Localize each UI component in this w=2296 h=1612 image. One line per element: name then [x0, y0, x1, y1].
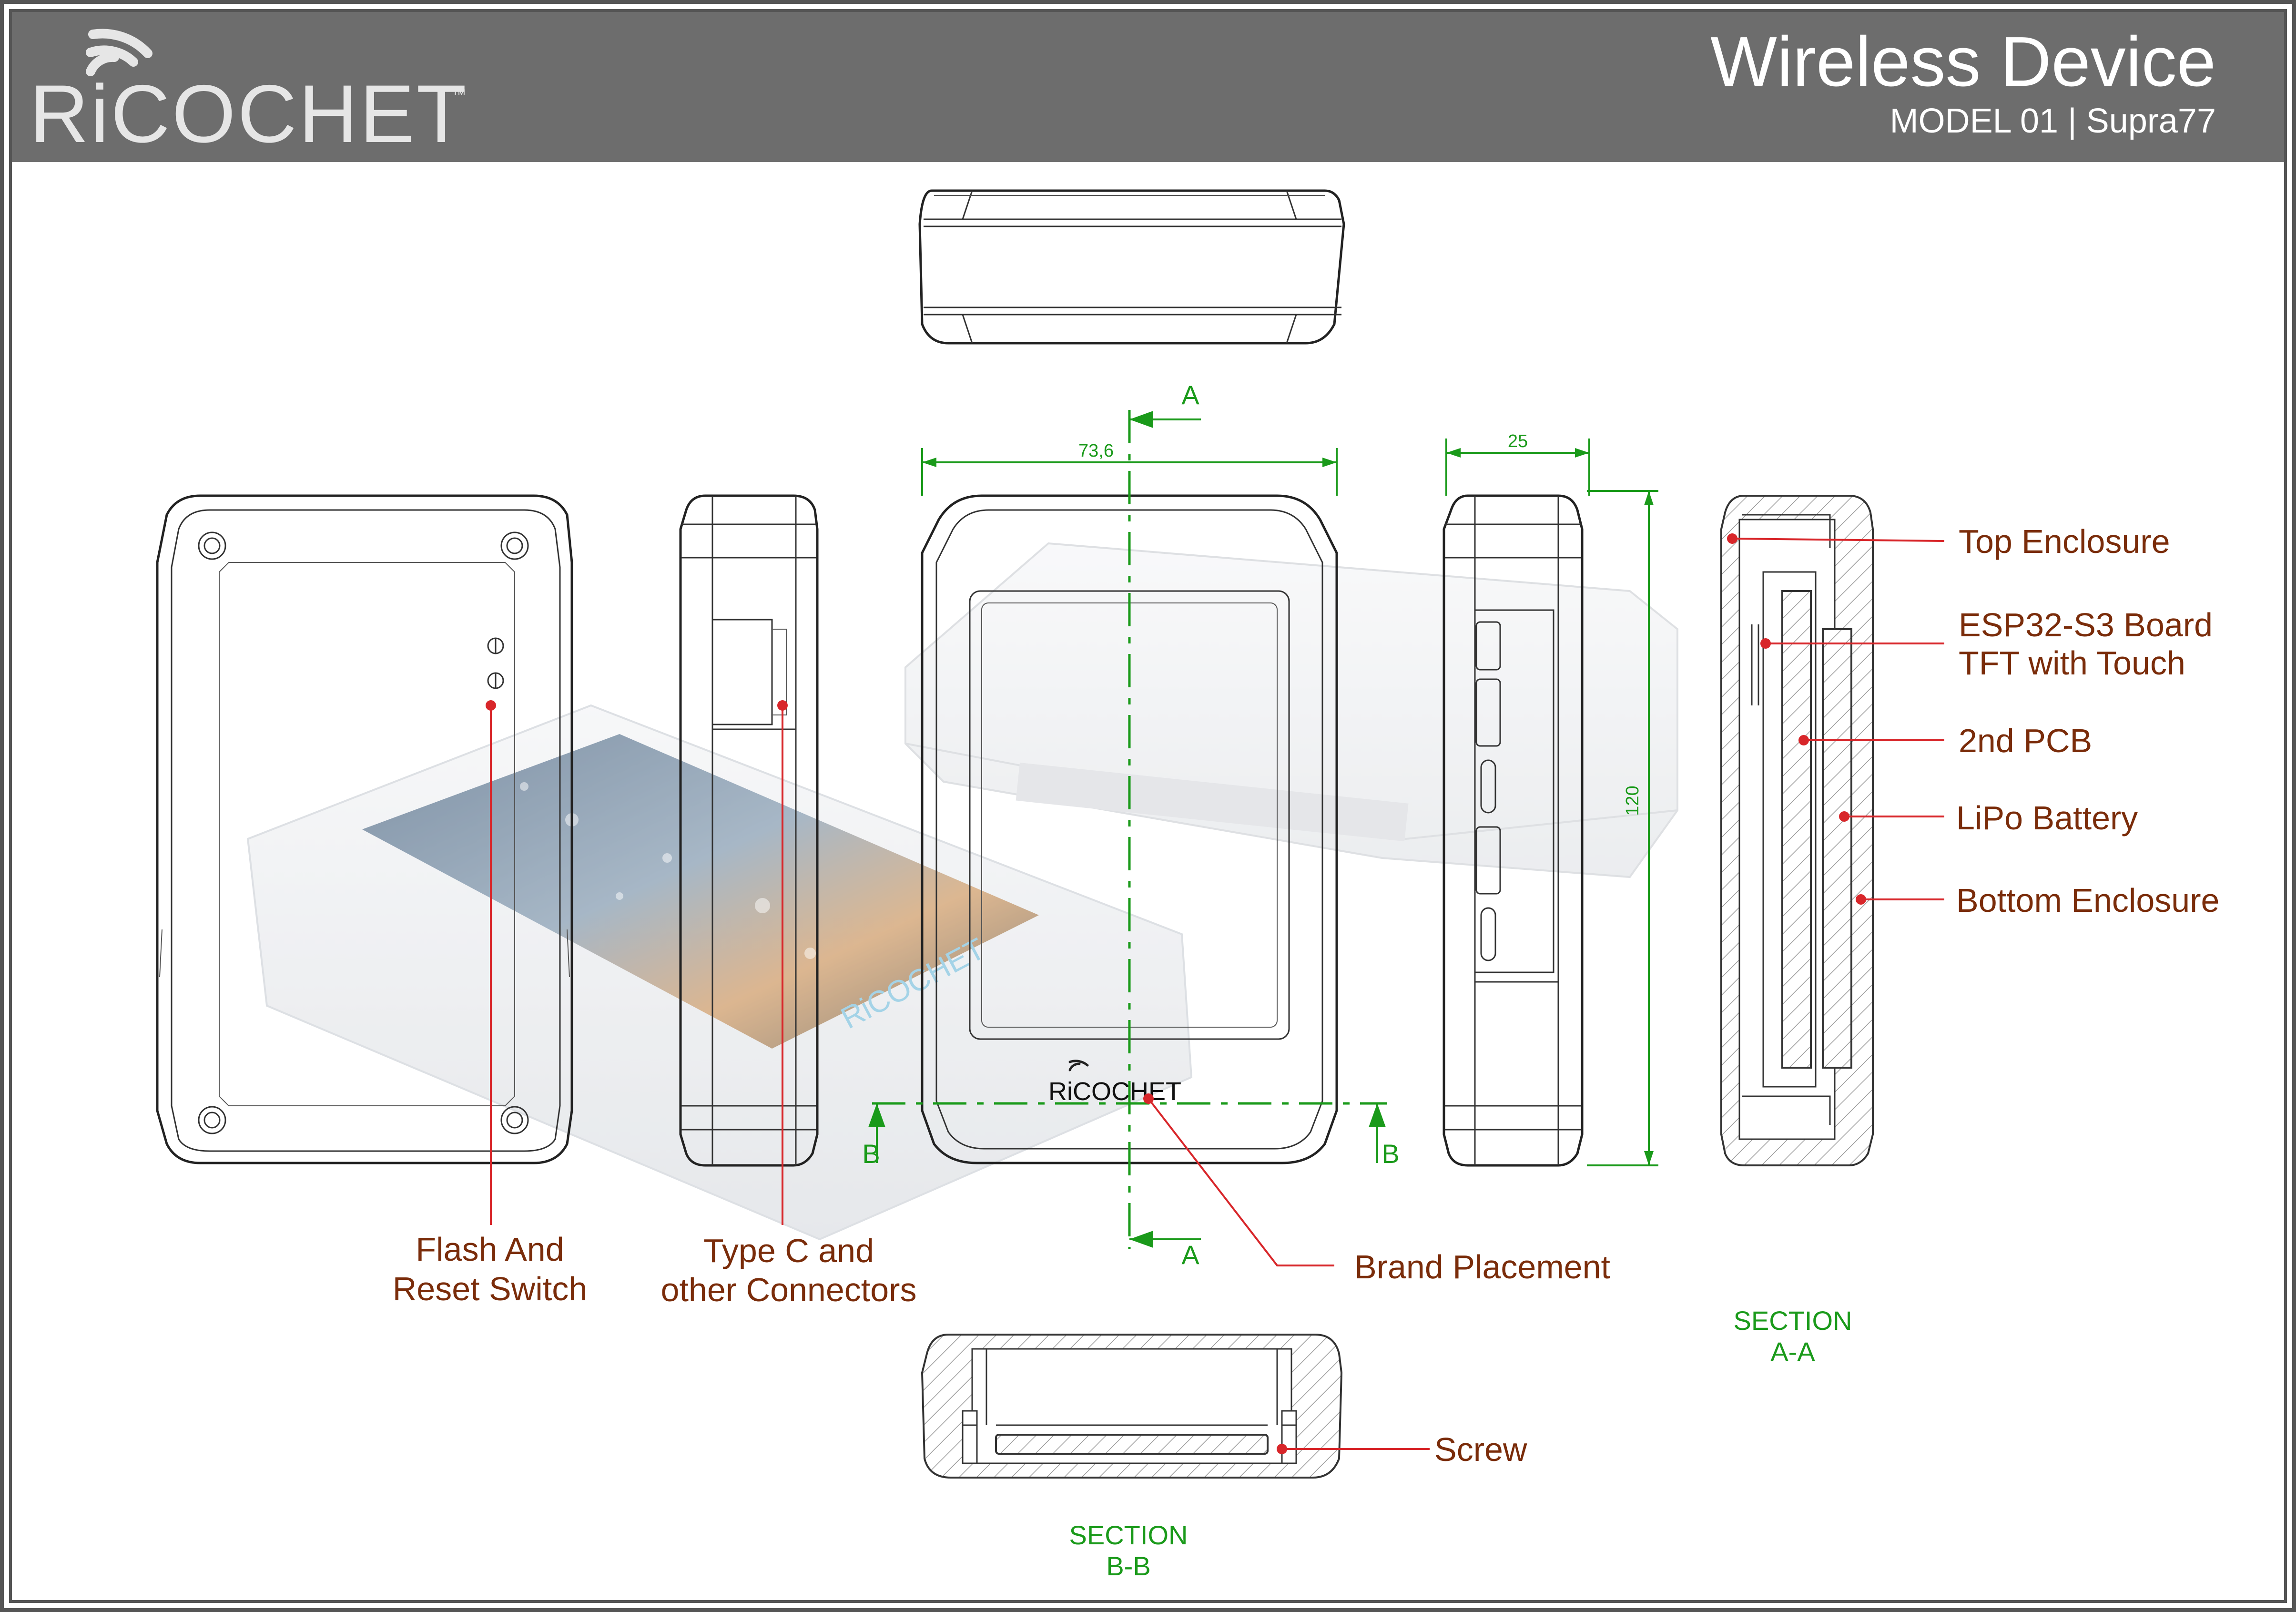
page-subtitle: MODEL 01 | Supra77	[1890, 102, 2216, 140]
back-view	[156, 494, 573, 1164]
leader-lines	[486, 533, 1945, 1454]
dimension-width: 73,6	[921, 441, 1338, 496]
render-device-front: RiCOCHET	[246, 704, 1193, 1241]
dim-height-label: 120	[1623, 786, 1643, 816]
brand-trademark: ™	[452, 87, 466, 102]
callout-flash-line1: Flash And	[416, 1231, 564, 1268]
section-marker-a-top: A	[1181, 380, 1199, 410]
right-side-view	[1443, 494, 1584, 1167]
connector-ports	[1475, 621, 1501, 961]
callout-lipo-battery: LiPo Battery	[1956, 799, 2138, 837]
section-marker-b-right: B	[1382, 1139, 1399, 1169]
front-view: RiCOCHET	[921, 494, 1338, 1164]
section-bb-title-line2: B-B	[1106, 1551, 1150, 1581]
reset-button-icon	[487, 672, 504, 689]
callout-top-enclosure: Top Enclosure	[1959, 523, 2170, 560]
section-line-b: B B	[862, 1102, 1400, 1169]
callout-screw: Screw	[1434, 1431, 1527, 1468]
wifi-icon	[86, 29, 152, 76]
callout-esp32-line1: ESP32-S3 Board	[1959, 606, 2213, 643]
dim-width-label: 73,6	[1078, 441, 1114, 461]
section-bb-title-line1: SECTION	[1069, 1520, 1188, 1550]
front-logo: RiCOCHET	[1048, 1060, 1181, 1106]
brand-logo: RiCOCHET ™	[30, 29, 468, 160]
flash-button-icon	[487, 637, 504, 654]
page-title: Wireless Device	[1710, 22, 2216, 101]
device-brand-logo: RiCOCHET	[1048, 1077, 1181, 1106]
left-side-view	[679, 494, 819, 1167]
section-line-a: A A	[1128, 380, 1201, 1270]
callout-esp32-line2: TFT with Touch	[1959, 644, 2185, 682]
section-marker-b-left: B	[862, 1139, 880, 1169]
section-marker-a-bottom: A	[1181, 1240, 1199, 1270]
section-aa-view	[1720, 495, 1874, 1166]
callout-typec-line2: other Connectors	[661, 1271, 917, 1308]
callout-flash-line2: Reset Switch	[393, 1270, 587, 1307]
section-bb-view	[921, 1334, 1343, 1479]
dimension-height: 120	[1587, 490, 1658, 1166]
render-device-back	[904, 542, 1678, 878]
dim-depth-label: 25	[1508, 431, 1528, 451]
section-aa-title-line1: SECTION	[1734, 1306, 1852, 1336]
callout-second-pcb: 2nd PCB	[1959, 722, 2092, 759]
brand-name: RiCOCHET	[30, 68, 468, 160]
dimension-depth: 25	[1445, 431, 1590, 496]
screw-icon	[962, 1410, 1297, 1464]
header-bar	[10, 10, 2286, 162]
section-aa-title-line2: A-A	[1770, 1337, 1815, 1367]
callout-typec-line1: Type C and	[703, 1232, 874, 1269]
callout-brand-placement: Brand Placement	[1354, 1248, 1610, 1286]
top-view	[918, 189, 1345, 345]
callout-bottom-enclosure: Bottom Enclosure	[1956, 882, 2219, 919]
